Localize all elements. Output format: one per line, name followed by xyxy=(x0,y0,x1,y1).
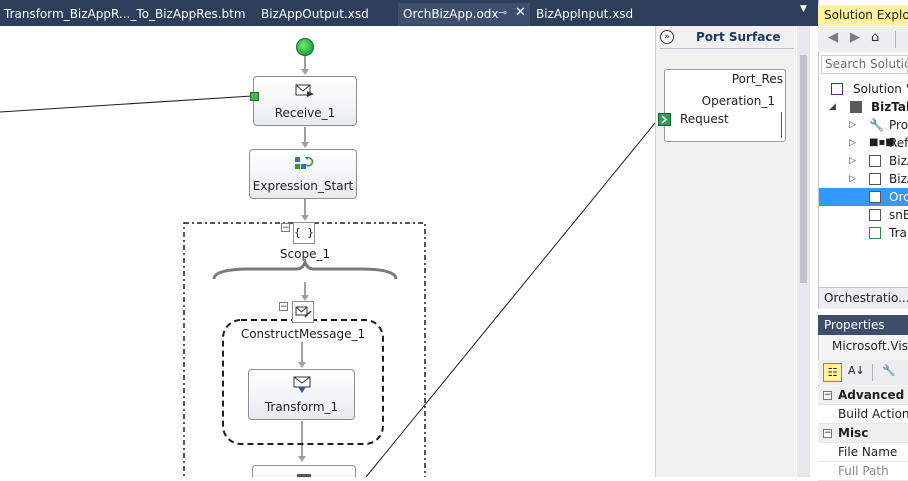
solution-explorer-title[interactable]: Solution Explorer xyxy=(818,5,908,26)
toolbar-separator xyxy=(895,31,896,48)
tree-expanded-icon[interactable]: ◢ xyxy=(829,102,836,112)
solution-icon xyxy=(831,83,843,95)
construct-message-icon[interactable] xyxy=(292,301,314,323)
tree-item-bizapp-2[interactable]: ▷ BizA xyxy=(819,170,908,188)
tree-collapsed-icon[interactable]: ▷ xyxy=(849,138,856,148)
tab-orchestration-view[interactable]: Orchestratio... xyxy=(818,287,908,309)
tab-orchbizapp-odx[interactable]: OrchBizApp.odx xyxy=(398,3,530,25)
operation-divider xyxy=(781,112,782,138)
tab-bizappoutput-xsd[interactable]: BizAppOutput.xsd xyxy=(261,7,369,21)
tree-item-biztalk-project[interactable]: ◢ BizTalk xyxy=(819,98,908,116)
transform-envelope-icon xyxy=(293,376,310,393)
tree-item-label: BizTalk xyxy=(871,100,908,114)
tab-bizappinput-xsd[interactable]: BizAppInput.xsd xyxy=(536,7,634,21)
binding-file-icon xyxy=(869,209,881,221)
back-icon[interactable]: ◀ xyxy=(828,30,838,45)
tree-item-snb[interactable]: snB xyxy=(819,206,908,224)
tree-item-label: Orc xyxy=(889,190,908,204)
tree-item-solution[interactable]: Solution 'B xyxy=(819,80,908,98)
expression-icon xyxy=(295,157,313,169)
scope-braces-icon[interactable]: { } xyxy=(293,222,315,244)
port-request: Request xyxy=(680,112,729,126)
forward-icon[interactable]: ▶ xyxy=(850,30,860,45)
tree-item-transform[interactable]: Tran xyxy=(819,224,908,242)
category-label: Advanced xyxy=(838,388,905,402)
property-label: Full Path xyxy=(838,464,889,478)
tree-item-label: Tran xyxy=(889,226,908,240)
tree-item-label: BizA xyxy=(889,172,908,186)
pin-icon[interactable]: ⊸ xyxy=(498,6,508,19)
tree-item-label: Refe xyxy=(889,136,908,150)
property-build-action[interactable]: Build Action xyxy=(818,405,908,424)
construct-collapse-icon[interactable]: − xyxy=(279,302,288,312)
project-icon xyxy=(850,101,862,113)
category-label: Misc xyxy=(838,426,869,440)
tree-collapsed-icon[interactable]: ▷ xyxy=(849,174,856,184)
port-operation: Operation_1 xyxy=(701,94,775,108)
port-name: Port_Res xyxy=(731,72,783,86)
next-shape-icon xyxy=(297,474,311,477)
toolbar-separator xyxy=(872,364,873,381)
category-collapse-icon[interactable]: − xyxy=(823,428,832,438)
port-surface-divider xyxy=(660,48,794,49)
category-collapse-icon[interactable]: − xyxy=(823,390,832,400)
tree-item-orchestration[interactable]: Orc xyxy=(819,188,908,206)
property-label: Build Action xyxy=(838,407,908,421)
scope-label: Scope_1 xyxy=(279,247,331,261)
tree-item-label: BizA xyxy=(889,154,908,168)
receive-shape[interactable]: Receive_1 xyxy=(253,76,357,126)
property-pages-icon[interactable]: 🔧 xyxy=(882,364,896,377)
references-icon: ■▪■ xyxy=(869,137,895,148)
tree-collapsed-icon[interactable]: ▷ xyxy=(849,156,856,166)
tree-item-properties[interactable]: ▷ 🔧 Pro xyxy=(819,116,908,134)
next-shape[interactable] xyxy=(252,465,356,477)
solution-explorer-toolbar: ◀ ▶ ⌂ xyxy=(818,27,908,52)
port-surface-scroll-thumb[interactable] xyxy=(800,55,807,283)
search-solution-input[interactable]: Search Solution xyxy=(821,55,908,74)
expression-shape-label: Expression_Start xyxy=(252,179,354,193)
construct-message-label: ConstructMessage_1 xyxy=(240,327,366,341)
transform-shape-label: Transform_1 xyxy=(264,400,339,414)
receive-shape-label: Receive_1 xyxy=(274,106,336,120)
property-full-path[interactable]: Full Path xyxy=(818,462,908,481)
close-tab-icon[interactable]: ✕ xyxy=(515,5,526,20)
port-surface-title: Port Surface xyxy=(696,30,781,44)
tree-item-label: Solution 'B xyxy=(853,82,908,96)
schema-icon xyxy=(869,155,881,167)
port-res-box[interactable]: Port_Res Operation_1 Request xyxy=(664,69,786,142)
start-shape-icon[interactable] xyxy=(296,38,314,56)
properties-toolbar: ☷ A↓ 🔧 xyxy=(818,360,908,385)
orchestration-file-icon xyxy=(869,191,881,203)
properties-title[interactable]: Properties xyxy=(818,315,908,335)
wrench-icon: 🔧 xyxy=(869,118,884,132)
tab-overflow-dropdown-icon[interactable]: ▼ xyxy=(800,4,807,14)
tree-item-references[interactable]: ▷ ■▪■ Refe xyxy=(819,134,908,152)
map-file-icon xyxy=(869,227,881,239)
orchestration-designer-canvas[interactable]: Receive_1 Expression_Start − { } Scope_1… xyxy=(0,26,655,477)
properties-object-selector[interactable]: Microsoft.Visu xyxy=(832,339,908,353)
category-advanced[interactable]: − Advanced xyxy=(818,386,908,405)
schema-icon xyxy=(869,173,881,185)
tree-item-label: snB xyxy=(889,208,908,222)
tab-transform-btm[interactable]: Transform_BizAppR..._To_BizAppRes.btm xyxy=(4,7,246,21)
property-file-name[interactable]: File Name xyxy=(818,443,908,462)
category-misc[interactable]: − Misc xyxy=(818,424,908,443)
port-connection-handle[interactable] xyxy=(250,92,259,101)
alphabetical-icon[interactable]: A↓ xyxy=(848,364,865,377)
categorized-icon[interactable]: ☷ xyxy=(823,363,842,382)
expression-shape[interactable]: Expression_Start xyxy=(249,149,357,199)
request-port-handle-icon[interactable] xyxy=(658,113,671,126)
property-label: File Name xyxy=(838,445,898,459)
home-icon[interactable]: ⌂ xyxy=(871,30,880,45)
transform-shape[interactable]: Transform_1 xyxy=(248,369,355,420)
expand-panel-icon[interactable]: » xyxy=(660,30,674,44)
tree-collapsed-icon[interactable]: ▷ xyxy=(849,120,856,130)
tree-item-bizapp-1[interactable]: ▷ BizA xyxy=(819,152,908,170)
tab-orchbizapp-label: OrchBizApp.odx xyxy=(403,7,499,21)
scope-collapse-icon[interactable]: − xyxy=(281,223,290,233)
receive-envelope-icon xyxy=(295,84,314,97)
tree-item-label: Pro xyxy=(889,118,908,132)
